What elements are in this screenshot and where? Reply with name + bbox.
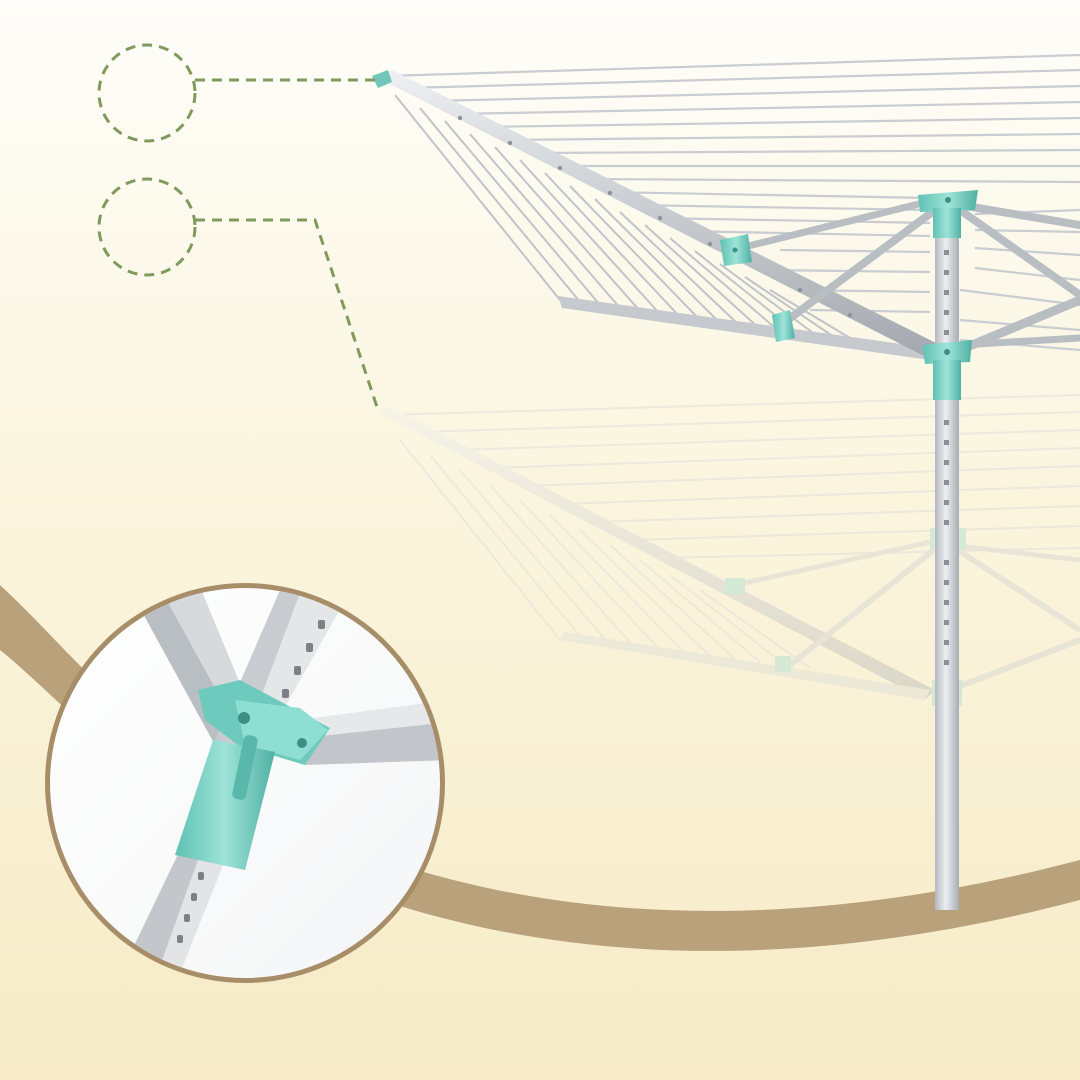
dryer-raised [372, 53, 1080, 400]
dryer-struts [736, 196, 1080, 355]
dashed-callout-circle-icon [97, 177, 197, 277]
dryer-arm [378, 70, 940, 358]
dashed-callout-circle-icon [97, 43, 197, 143]
front-lines [394, 94, 861, 345]
dryer-lowered-ghost [378, 394, 1080, 706]
zoom-detail [45, 583, 445, 983]
callout-top [97, 43, 375, 143]
clothes-lines [384, 53, 1080, 352]
callout-bottom [97, 177, 380, 411]
decorative-curve [0, 585, 1080, 951]
teal-connectors [372, 70, 978, 400]
dryer-pole [935, 210, 959, 910]
outer-rail [558, 296, 930, 360]
